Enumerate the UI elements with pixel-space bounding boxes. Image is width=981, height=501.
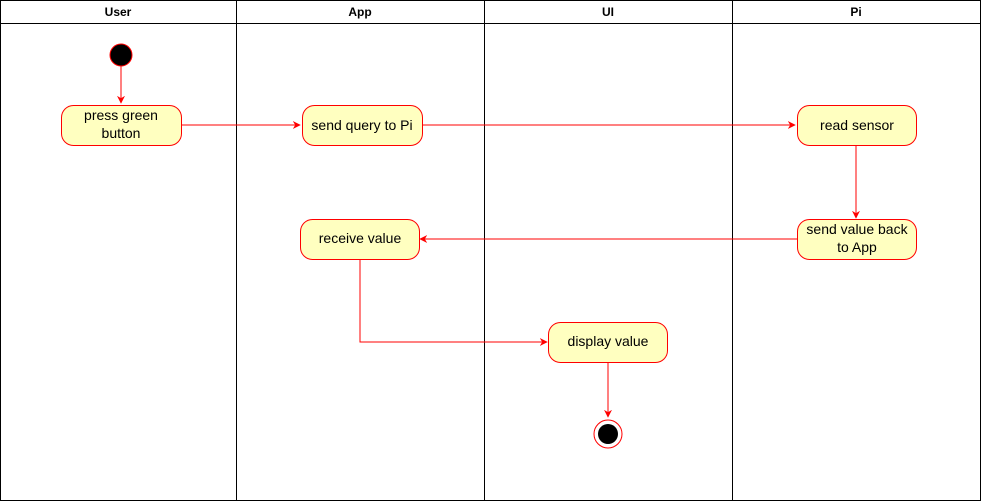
activity-send-value-back-line1: send value back: [806, 221, 908, 237]
activity-send-value-back-line2: to App: [837, 239, 877, 255]
lane-title-ui: UI: [602, 5, 614, 19]
activity-display-value: display value: [548, 322, 668, 363]
end-node: [593, 419, 623, 449]
activity-send-query: send query to Pi: [302, 105, 423, 146]
lane-title-user: User: [105, 5, 132, 19]
activity-send-value-back: send value back to App: [797, 219, 917, 260]
activity-press-green-button-line1: press green: [84, 107, 158, 123]
edges: [117, 66, 860, 418]
lane-title-app: App: [348, 5, 371, 19]
activity-receive-value: receive value: [300, 219, 420, 260]
activity-send-query-label: send query to Pi: [311, 117, 412, 133]
activity-read-sensor-label: read sensor: [820, 117, 894, 133]
activity-press-green-button: press green button: [61, 105, 182, 146]
activity-press-green-button-line2: button: [102, 125, 141, 141]
edge-receive-to-display: [359, 259, 548, 346]
start-node: [109, 43, 133, 67]
activity-receive-value-label: receive value: [319, 230, 402, 246]
lane-title-pi: Pi: [850, 5, 861, 19]
activity-display-value-label: display value: [568, 333, 649, 349]
activity-read-sensor: read sensor: [797, 105, 917, 146]
